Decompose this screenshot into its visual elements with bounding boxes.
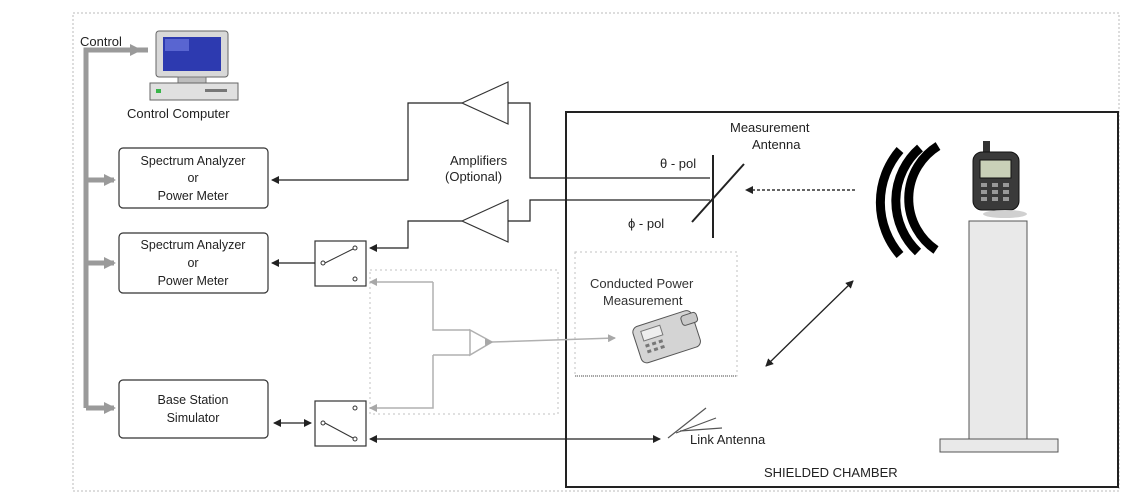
conducted-label-2: Measurement <box>603 293 683 308</box>
spectrum2-line3: Power Meter <box>158 274 229 288</box>
base-station-simulator-box: Base Station Simulator <box>118 379 269 439</box>
signal-paths <box>271 102 710 443</box>
radiation-waves-icon <box>875 142 941 258</box>
link-antenna-label: Link Antenna <box>690 432 766 447</box>
base-station-line1: Base Station <box>158 393 229 407</box>
measurement-antenna-icon <box>691 155 745 238</box>
phi-pol-label: ϕ - pol <box>628 216 664 231</box>
spectrum-analyzer-box-2: Spectrum Analyzer or Power Meter <box>118 232 269 294</box>
dut-stand <box>939 220 1059 453</box>
rf-switch-lower <box>314 400 367 447</box>
amplifier-lower-icon <box>460 199 509 243</box>
handset-meter-icon <box>632 310 701 364</box>
distance-arrow <box>765 280 854 367</box>
conducted-label-1: Conducted Power <box>590 276 694 291</box>
control-computer-label: Control Computer <box>127 106 230 121</box>
shielded-chamber-box <box>565 111 1119 488</box>
spectrum-analyzer-box-1: Spectrum Analyzer or Power Meter <box>118 147 269 209</box>
base-station-line2: Simulator <box>167 411 220 425</box>
measurement-antenna-label-2: Antenna <box>752 137 801 152</box>
conducted-path <box>369 251 738 415</box>
amplifiers-label-1: Amplifiers <box>450 153 508 168</box>
spectrum2-line1: Spectrum Analyzer <box>141 238 246 252</box>
measurement-antenna-label-1: Measurement <box>730 120 810 135</box>
spectrum1-line3: Power Meter <box>158 189 229 203</box>
link-antenna-icon <box>667 407 723 439</box>
mobile-phone-icon <box>972 141 1027 218</box>
spectrum1-line2: or <box>187 171 198 185</box>
theta-pol-label: θ - pol <box>660 156 696 171</box>
spectrum1-line1: Spectrum Analyzer <box>141 154 246 168</box>
computer-icon <box>149 30 239 101</box>
amplifiers-label-2: (Optional) <box>445 169 502 184</box>
rf-switch-upper <box>314 240 367 287</box>
amplifier-upper-icon <box>460 81 509 125</box>
control-bus <box>83 44 148 414</box>
control-label: Control <box>80 34 122 49</box>
spectrum2-line2: or <box>187 256 198 270</box>
shielded-chamber-label: SHIELDED CHAMBER <box>764 465 898 480</box>
